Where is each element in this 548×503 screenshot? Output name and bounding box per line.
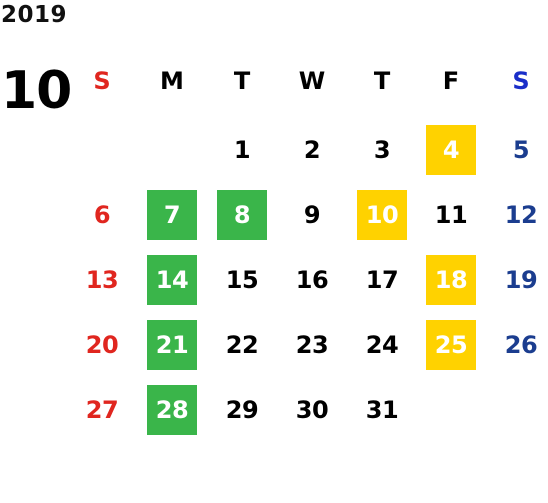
day-cell-29[interactable]: 29 <box>225 396 259 424</box>
weekday-header-sunday: S <box>93 67 111 95</box>
day-cell-10[interactable]: 10 <box>357 190 407 240</box>
day-cell-31[interactable]: 31 <box>365 396 399 424</box>
weekday-header-tuesday: T <box>233 67 251 95</box>
day-cell-25[interactable]: 25 <box>426 320 476 370</box>
weekday-header-friday: F <box>442 67 460 95</box>
weekday-header-monday: M <box>160 67 184 95</box>
day-cell-30[interactable]: 30 <box>295 396 329 424</box>
day-cell-18[interactable]: 18 <box>426 255 476 305</box>
weekday-header-thursday: T <box>373 67 391 95</box>
day-cell-2[interactable]: 2 <box>303 136 321 164</box>
day-cell-13[interactable]: 13 <box>85 266 119 294</box>
day-cell-6[interactable]: 6 <box>93 201 111 229</box>
day-cell-15[interactable]: 15 <box>225 266 259 294</box>
day-cell-23[interactable]: 23 <box>295 331 329 359</box>
day-cell-27[interactable]: 27 <box>85 396 119 424</box>
day-cell-5[interactable]: 5 <box>512 136 530 164</box>
day-cell-3[interactable]: 3 <box>373 136 391 164</box>
day-cell-14[interactable]: 14 <box>147 255 197 305</box>
day-cell-17[interactable]: 17 <box>365 266 399 294</box>
day-cell-11[interactable]: 11 <box>434 201 468 229</box>
day-cell-19[interactable]: 19 <box>504 266 538 294</box>
day-cell-1[interactable]: 1 <box>233 136 251 164</box>
calendar-year: 2019 <box>1 2 68 28</box>
weekday-header-wednesday: W <box>298 67 326 95</box>
weekday-header-saturday: S <box>512 67 530 95</box>
day-cell-22[interactable]: 22 <box>225 331 259 359</box>
day-cell-9[interactable]: 9 <box>303 201 321 229</box>
calendar-month: 10 <box>1 61 72 121</box>
day-cell-12[interactable]: 12 <box>504 201 538 229</box>
day-cell-20[interactable]: 20 <box>85 331 119 359</box>
day-cell-7[interactable]: 7 <box>147 190 197 240</box>
day-cell-21[interactable]: 21 <box>147 320 197 370</box>
day-cell-28[interactable]: 28 <box>147 385 197 435</box>
day-cell-16[interactable]: 16 <box>295 266 329 294</box>
day-cell-24[interactable]: 24 <box>365 331 399 359</box>
day-cell-26[interactable]: 26 <box>504 331 538 359</box>
day-cell-8[interactable]: 8 <box>217 190 267 240</box>
day-cell-4[interactable]: 4 <box>426 125 476 175</box>
